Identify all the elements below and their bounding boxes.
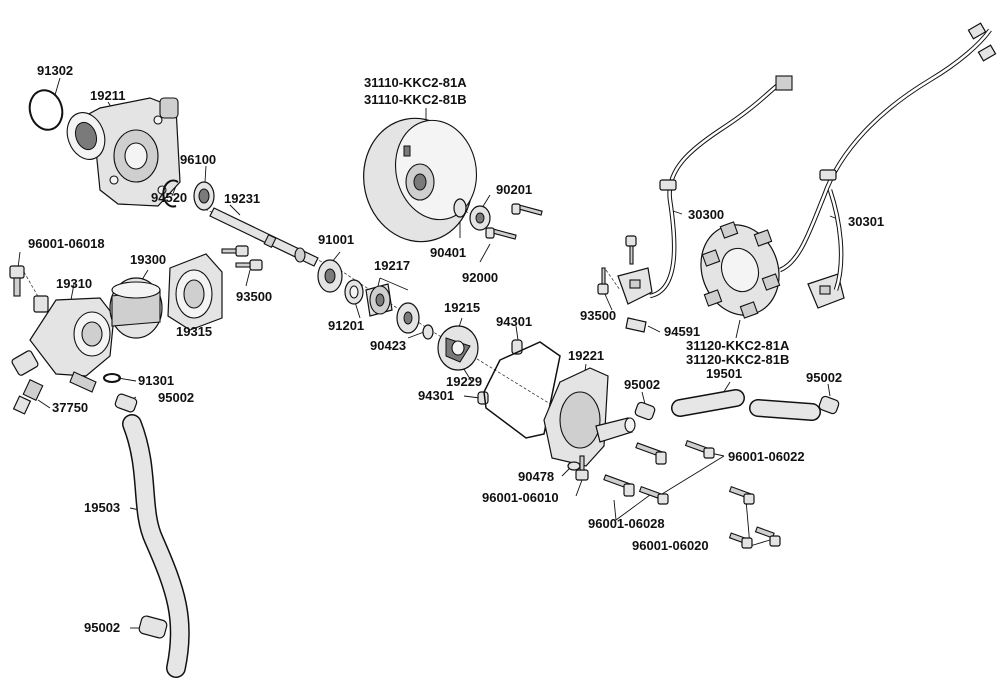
stator-31120 <box>700 221 781 319</box>
label-96001-06022: 96001-06022 <box>728 449 805 464</box>
label-96001-06010: 96001-06010 <box>482 490 559 505</box>
gasket-19229 <box>483 341 561 439</box>
flywheel-31110 <box>363 117 478 243</box>
clamp-95002-c <box>634 401 656 421</box>
label-93500-left: 93500 <box>236 289 272 304</box>
label-19211: 19211 <box>90 88 125 103</box>
pickup-30301 <box>807 273 845 309</box>
circlip-94520 <box>162 179 179 208</box>
hose-19503 <box>122 414 190 678</box>
clamp-95002-d <box>818 395 840 415</box>
label-95002-b: 95002 <box>84 620 120 635</box>
bearing-19217b <box>396 302 420 334</box>
label-91301: 91301 <box>138 373 174 388</box>
label-96001-06018: 96001-06018 <box>28 236 105 251</box>
label-92000: 92000 <box>462 270 498 285</box>
label-94591: 94591 <box>664 324 700 339</box>
o-ring-91302 <box>28 89 64 131</box>
washer-90401 <box>453 198 467 218</box>
collar-19217 <box>365 283 393 317</box>
bolts-96001-06028 <box>603 442 667 497</box>
label-31110-a: 31110-KKC2-81A <box>364 75 467 90</box>
clamp-95002-b <box>138 615 168 639</box>
washer-90478 <box>567 461 581 471</box>
hose-19501 <box>671 389 821 421</box>
part-labels: 91302 19211 96100 94520 19231 96001-0601… <box>28 63 884 635</box>
label-93500-right: 93500 <box>580 308 616 323</box>
pump-cover-19221 <box>543 367 636 467</box>
wire-harness <box>649 22 997 299</box>
sensor-37750 <box>12 379 44 415</box>
label-19217: 19217 <box>374 258 410 273</box>
label-19300: 19300 <box>130 252 166 267</box>
label-95002-d: 95002 <box>806 370 842 385</box>
pin-94301-b <box>477 391 489 405</box>
bolts-96001-06022 <box>638 439 715 505</box>
label-96001-06028: 96001-06028 <box>588 516 665 531</box>
thermostat-19300 <box>109 277 163 339</box>
label-91302: 91302 <box>37 63 73 78</box>
label-90401: 90401 <box>430 245 466 260</box>
screws-93500-left <box>221 245 263 271</box>
nut-90201 <box>469 205 491 231</box>
pickup-30300 <box>617 267 653 305</box>
label-96100: 96100 <box>180 152 216 167</box>
label-95002-c: 95002 <box>624 377 660 392</box>
o-ring-91301 <box>103 373 121 383</box>
label-94301-a: 94301 <box>496 314 532 329</box>
label-31120-b: 31120-KKC2-81B <box>686 352 789 367</box>
bolts-96001-06020 <box>728 485 781 549</box>
shaft-19231 <box>209 207 319 267</box>
label-30301: 30301 <box>848 214 884 229</box>
label-90478: 90478 <box>518 469 554 484</box>
label-19231: 19231 <box>224 191 260 206</box>
label-94301-b: 94301 <box>418 388 454 403</box>
label-90423: 90423 <box>370 338 406 353</box>
bolts-92000 <box>485 203 543 240</box>
label-91201: 91201 <box>328 318 364 333</box>
label-31110-b: 31110-KKC2-81B <box>364 92 467 107</box>
label-19501: 19501 <box>706 366 742 381</box>
screws-93500-right <box>597 235 637 295</box>
label-19315: 19315 <box>176 324 212 339</box>
label-19310: 19310 <box>56 276 92 291</box>
label-31120-a: 31120-KKC2-81A <box>686 338 790 353</box>
seal-91201 <box>344 279 364 305</box>
washer-90423 <box>422 324 434 340</box>
label-95002-a: 95002 <box>158 390 194 405</box>
label-19221: 19221 <box>568 348 604 363</box>
label-37750: 37750 <box>52 400 88 415</box>
label-96001-06020: 96001-06020 <box>632 538 709 553</box>
clamp-95002-a <box>114 393 138 413</box>
bearing-91001 <box>317 259 343 293</box>
label-90201: 90201 <box>496 182 532 197</box>
thermostat-cover-19315 <box>167 253 223 331</box>
label-91001: 91001 <box>318 232 354 247</box>
label-30300: 30300 <box>688 207 724 222</box>
label-19229: 19229 <box>446 374 482 389</box>
impeller-19215 <box>437 325 479 371</box>
label-19215: 19215 <box>444 300 480 315</box>
label-94520: 94520 <box>151 190 187 205</box>
bolt-96001-06018 <box>9 265 25 297</box>
thermostat-housing-19310 <box>11 295 115 393</box>
bearing-96100 <box>193 181 215 211</box>
clamp-94591 <box>625 317 647 333</box>
bolt-96001-06010 <box>575 455 589 481</box>
label-19503: 19503 <box>84 500 120 515</box>
